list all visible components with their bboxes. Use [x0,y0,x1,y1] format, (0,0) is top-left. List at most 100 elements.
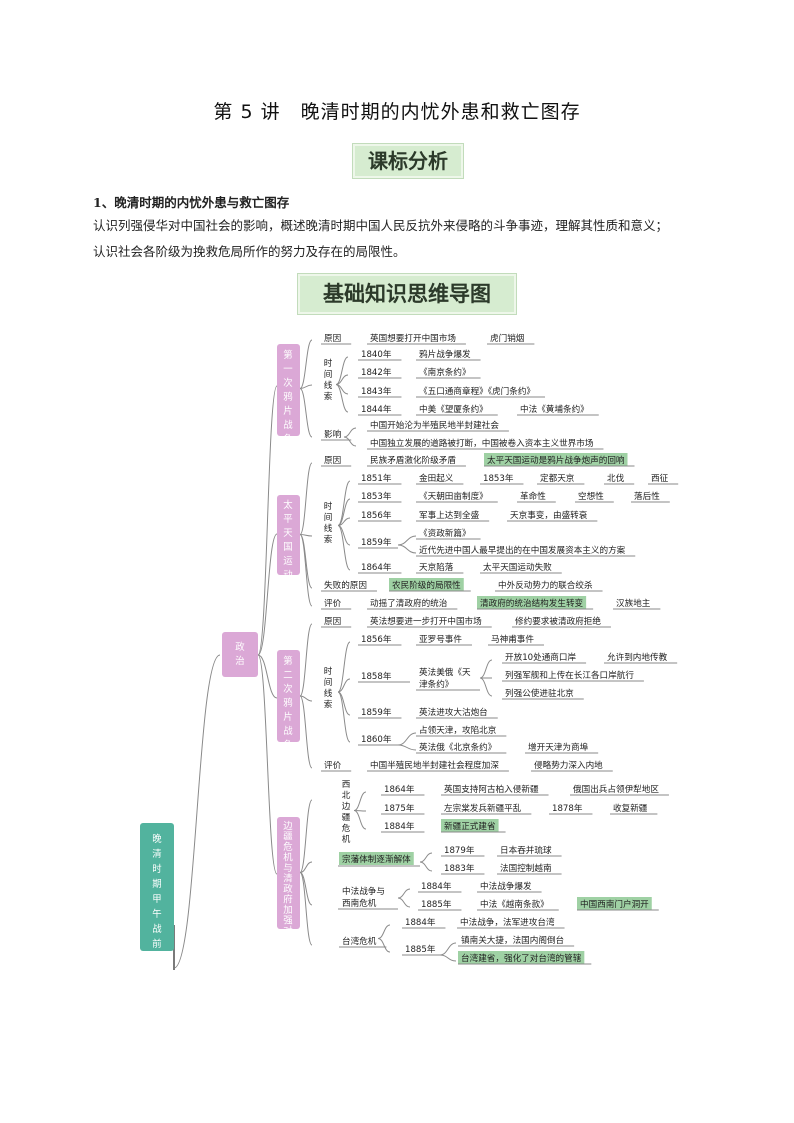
mindmap-text: 农民阶级的局限性 [392,579,461,591]
branch-curve [299,695,313,702]
mindmap-text: 原因 [324,616,341,627]
branch-curve [397,744,417,751]
mindmap-text: 中外反动势力的联合绞杀 [498,579,593,591]
highlight-box [484,453,628,466]
branch-curve [439,942,457,956]
mindmap-text: 亚罗号事件 [419,633,462,645]
branch-curve [335,356,349,385]
mindmap-text: 民族矛盾激化阶级矛盾 [370,454,456,466]
branch-curve [337,691,351,716]
vertical-label: 西北边疆危机 [342,779,351,845]
mindmap-text: 镇南关大捷，法国内阁倒台 [461,934,564,946]
branch-curve [299,534,313,589]
mindmap-text: 1856年 [361,633,392,645]
branch-curve [299,872,313,906]
mindmap-text: 俄国出兵占领伊犁地区 [573,783,659,795]
banner-analysis: 课标分析 [352,143,464,179]
branch-curve [335,384,349,413]
mindmap-text: 近代先进中国人最早提出的在中国发展资本主义的方案 [419,544,626,556]
mindmap-text: 占领天津，攻陷北京 [419,724,497,736]
mindmap-text: 革命性 [520,490,546,502]
mindmap-text: 1856年 [361,509,392,521]
mindmap-text: 侵略势力深入内地 [534,759,603,771]
mindmap-text: 允许到内地传教 [607,651,668,663]
mindmap-text: 原因 [324,333,341,344]
branch-curve [299,384,313,389]
vertical-label: 政治 [235,641,245,667]
mindmap-text: 中法战争，法军进攻台湾 [460,916,555,928]
section-heading: 1、晚清时期的内忧外患与救亡图存 [93,195,290,210]
mindmap-text: 中国半殖民地半封建社会程度加深 [370,759,499,771]
mindmap-text: 马神甫事件 [491,633,534,645]
branch-curve [173,654,221,969]
mindmap-text: 宗藩体制逐渐解体 [342,853,411,865]
highlight-box [339,852,414,865]
crisis-label: 中法战争与西南危机 [342,885,385,909]
mindmap-text: 列强军舰和上传在长江各口岸航行 [505,669,634,681]
mindmap-text: 中国开始沦为半殖民地半封建社会 [370,419,499,431]
branch-curve [377,924,391,939]
root-node [140,823,174,951]
mindmap-text: 列强公使进驻北京 [505,687,574,699]
mindmap-text: 西征 [651,473,669,484]
mindmap-text: 修约要求被清政府拒绝 [515,615,601,627]
mindmap-text: 动摇了清政府的统治 [370,597,448,609]
mindmap-text: 定都天京 [540,472,575,484]
branch-curve [299,388,313,438]
mindmap-text: 开放10处通商口岸 [505,651,576,663]
mindmap-text: 《五口通商章程》《虎门条约》 [419,385,535,397]
mindmap-text: 《天朝田亩制度》 [419,490,488,502]
mindmap-text: 1878年 [552,802,583,814]
branch-curve [419,861,433,872]
highlight-box [577,897,652,910]
vertical-label: 边疆危机与清政府加强对边疆地区的控制 [283,821,293,1011]
branch-curve [397,897,411,908]
mindmap-text: 1884年 [405,916,436,928]
mindmap-text: 1883年 [444,862,475,874]
mindmap-text: 日本吞并琉球 [500,844,552,856]
branch-curve [299,861,313,873]
branch-curve [439,954,457,962]
branch-curve [299,623,313,697]
vertical-label: 第二次鸦片战争 [283,655,293,751]
mindmap-text: 英法进攻大沽炮台 [419,706,488,718]
branch-curve [299,462,313,535]
branch-curve [397,732,417,746]
mindmap-text: 英国支持阿古柏入侵新疆 [444,783,539,795]
highlight-box [441,819,499,832]
page-title: 第 5 讲 晚清时期的内忧外患和救亡图存 [213,101,581,123]
mindmap-text: 清政府的统治结构发生转变 [480,597,584,609]
mindmap-text: 评价 [324,598,342,609]
branch-curve [397,544,417,554]
branch-curve [397,535,417,546]
mindmap-text: 英法俄《北京条约》 [419,741,496,753]
mindmap-text: 1879年 [444,844,475,856]
mindmap-text: 增开天津为商埠 [528,741,589,753]
branch-curve [397,888,411,899]
branch-curve [257,533,278,656]
highlight-box [477,596,587,609]
mindmap-text: 太平天国运动是鸦片战争炮声的回响 [487,454,625,466]
branch-curve [419,852,433,863]
mindmap-text: 1844年 [361,403,392,415]
mindmap-text: 太平天国运动失败 [483,561,552,573]
branch-curve [377,938,391,953]
mindmap-text: 收复新疆 [613,802,648,814]
mindmap-text: 1860年 [361,733,392,745]
branch-curve [343,427,357,438]
mindmap-text: 《南京条约》 [419,366,471,378]
mindmap-text: 《资政新篇》 [419,527,471,539]
mindmap-text: 1864年 [361,561,392,573]
branch-curve [479,659,493,679]
branch-curve [257,654,278,699]
mindmap-text: 1842年 [361,366,392,378]
topic-opium-war-1 [277,344,300,436]
highlight-box [458,951,585,964]
mindmap-text: 鸦片战争爆发 [419,348,471,360]
highlight-box [389,578,464,591]
mindmap-text: 中国西南门户洞开 [580,898,649,910]
mindmap-text: 左宗棠发兵新疆平乱 [444,802,522,814]
mindmap-text: 虎门销烟 [490,332,524,344]
mindmap-text: 1864年 [384,783,415,795]
